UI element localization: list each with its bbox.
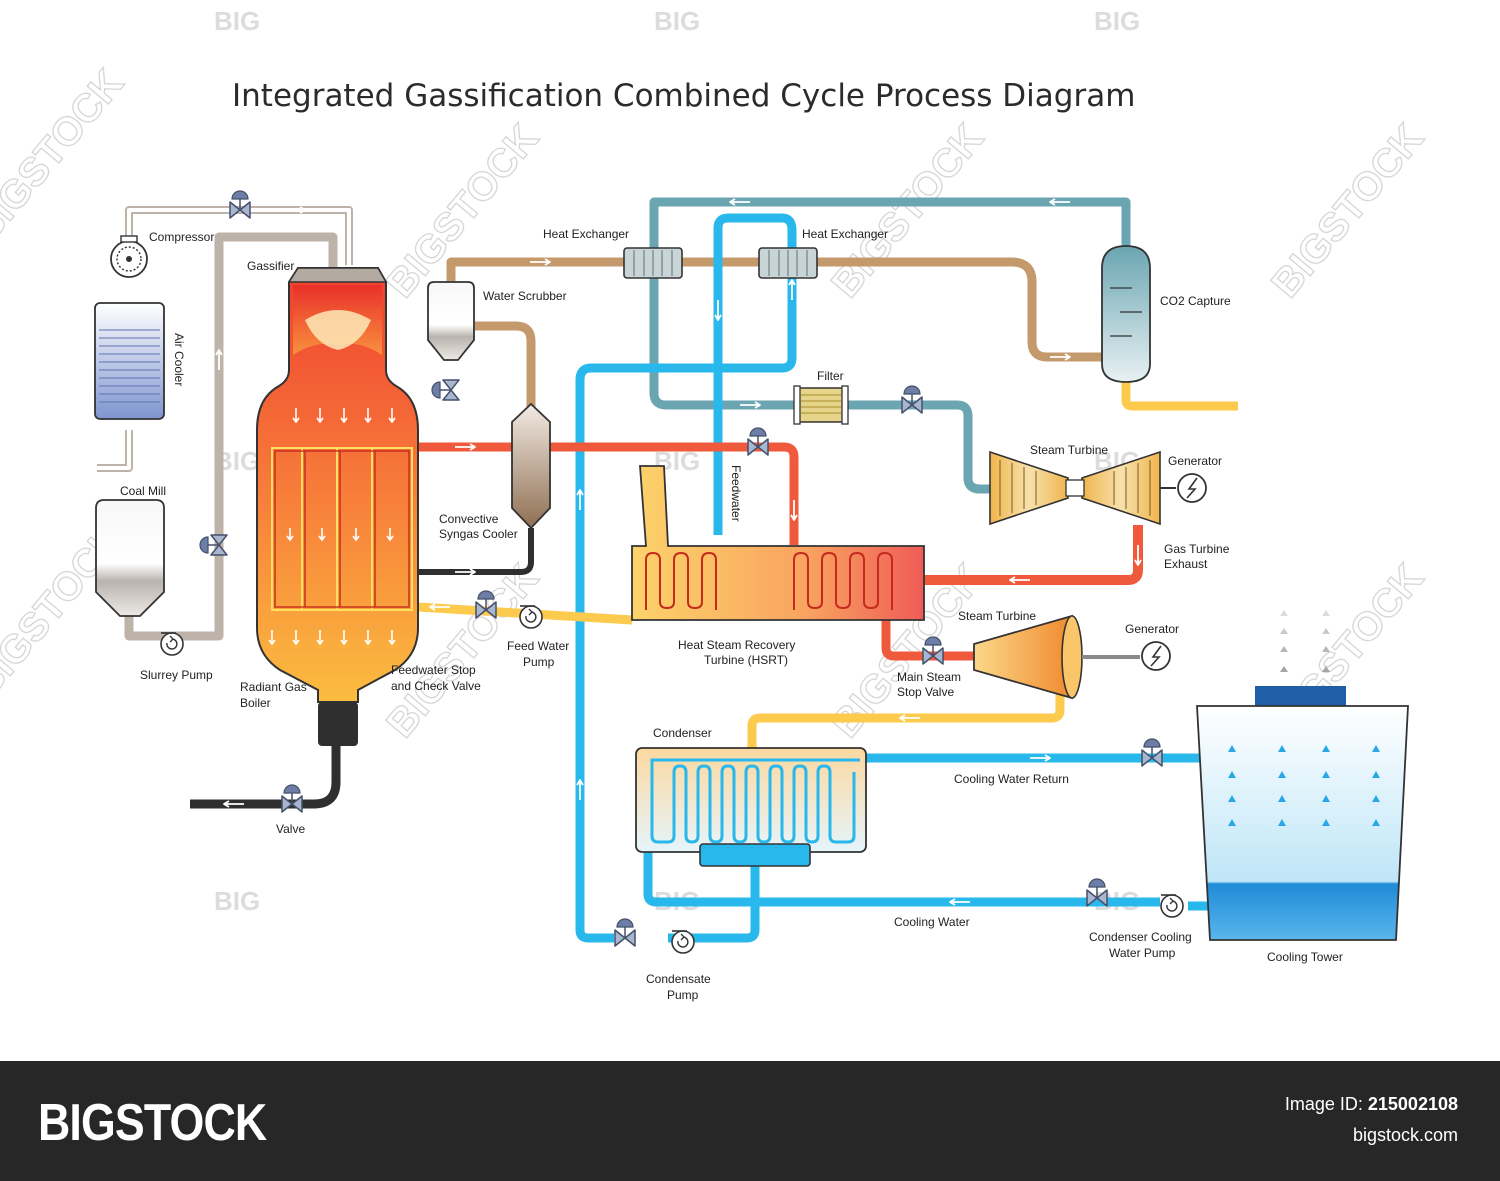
watermark-big: BIG bbox=[654, 6, 700, 36]
syngas-pipe bbox=[446, 257, 1106, 362]
co2-return-pipe bbox=[649, 197, 1131, 494]
bigstock-logo[interactable]: BIGSTOCK bbox=[38, 1094, 267, 1152]
label-feed-water-pump-2: Pump bbox=[523, 655, 555, 669]
label-steam-turbine-1: Steam Turbine bbox=[1030, 443, 1108, 457]
label-cooling-water-return: Cooling Water Return bbox=[954, 772, 1069, 786]
slurry-pump-icon bbox=[160, 632, 184, 656]
condensate-pump-icon bbox=[671, 930, 695, 954]
hsrt-tubes-left bbox=[645, 551, 717, 610]
hsrt-tubes-right bbox=[793, 551, 893, 610]
air-cooler bbox=[94, 302, 165, 420]
label-air-cooler: Air Cooler bbox=[172, 333, 186, 386]
label-condenser-cooling-pump-2: Water Pump bbox=[1109, 946, 1176, 960]
scrubber-valve-icon bbox=[431, 379, 460, 401]
feedwater-pipe-hx bbox=[575, 213, 797, 943]
label-feedwater-stop: Feedwater Stop bbox=[391, 663, 476, 677]
label-generator-1: Generator bbox=[1168, 454, 1222, 468]
label-feed-water-pump: Feed Water bbox=[507, 639, 569, 653]
watermark-stock: BIGSTOCK bbox=[0, 61, 132, 251]
label-water-scrubber: Water Scrubber bbox=[483, 289, 567, 303]
convective-outlet-pipe bbox=[418, 528, 534, 575]
label-feedwater-stop-2: and Check Valve bbox=[391, 679, 481, 693]
scrubber-syngas-pipe bbox=[475, 321, 536, 410]
condensate-pipe bbox=[668, 862, 760, 943]
label-slurrey-pump: Slurrey Pump bbox=[140, 668, 213, 682]
label-steam-turbine-2: Steam Turbine bbox=[958, 609, 1036, 623]
cooling-tower bbox=[1196, 610, 1409, 941]
label-hsrt: Heat Steam Recovery bbox=[678, 638, 795, 652]
steam-turbine-2 bbox=[973, 614, 1140, 700]
label-condenser: Condenser bbox=[653, 726, 712, 740]
label-condensate-pump: Condensate bbox=[646, 972, 711, 986]
label-co2-capture: CO2 Capture bbox=[1160, 294, 1231, 308]
label-coal-mill: Coal Mill bbox=[120, 484, 166, 498]
coal-mill bbox=[95, 499, 165, 617]
label-generator-2: Generator bbox=[1125, 622, 1179, 636]
label-main-steam-stop-valve: Main Steam bbox=[897, 670, 961, 684]
exhaust-pipe bbox=[1121, 378, 1238, 411]
vapor-arrows bbox=[1280, 610, 1330, 672]
watermark-stock: BIGSTOCK bbox=[1263, 116, 1432, 306]
process-diagram: BIG BIG BIG BIG BIG BIG BIG BIG BIG BIGS… bbox=[0, 6, 1433, 1002]
stock-footer: BIGSTOCK Image ID: 215002108 bigstock.co… bbox=[0, 1061, 1500, 1181]
condenser-cooling-pump-icon bbox=[1160, 894, 1184, 918]
ash-outlet-pipe bbox=[190, 740, 341, 809]
label-convective-syngas-cooler: Convective bbox=[439, 512, 499, 526]
steam-turbine-1 bbox=[989, 450, 1176, 526]
label-hsrt-2: Turbine (HSRT) bbox=[704, 653, 788, 667]
flow-arrows bbox=[125, 198, 1142, 906]
label-filter: Filter bbox=[817, 369, 844, 383]
convective-syngas-cooler bbox=[511, 402, 551, 530]
watermark-stock: BIGSTOCK bbox=[823, 116, 992, 306]
label-convective-syngas-cooler-2: Syngas Cooler bbox=[439, 527, 518, 541]
compressor bbox=[110, 235, 148, 278]
label-heat-exchanger-2: Heat Exchanger bbox=[802, 227, 888, 241]
watermark-big: BIG bbox=[214, 6, 260, 36]
label-condensate-pump-2: Pump bbox=[667, 988, 699, 1002]
cooling-water-pipe bbox=[643, 852, 1160, 907]
label-compressor: Compressor bbox=[149, 230, 214, 244]
label-heat-exchanger-1: Heat Exchanger bbox=[543, 227, 629, 241]
site-link[interactable]: bigstock.com bbox=[1352, 1125, 1458, 1145]
heat-exchanger-2 bbox=[758, 247, 818, 279]
generator-1 bbox=[1177, 473, 1207, 503]
image-id-value: 215002108 bbox=[1367, 1094, 1458, 1114]
label-feedwater: Feedwater bbox=[729, 465, 743, 522]
co2-capture bbox=[1101, 245, 1151, 383]
label-cooling-water: Cooling Water bbox=[894, 915, 970, 929]
filter bbox=[793, 385, 849, 425]
label-gassifier: Gassifier bbox=[247, 259, 294, 273]
label-gas-turbine-exhaust-2: Exhaust bbox=[1164, 557, 1208, 571]
condenser-coil bbox=[650, 758, 860, 844]
watermark-big: BIG bbox=[214, 886, 260, 916]
gas-turbine-exhaust-pipe bbox=[916, 525, 1143, 585]
slurry-pipe bbox=[124, 232, 338, 641]
gas-flow-arrows bbox=[268, 408, 396, 646]
label-valve: Valve bbox=[276, 822, 305, 836]
label-condenser-cooling-pump: Condenser Cooling bbox=[1089, 930, 1192, 944]
label-main-steam-stop-valve-2: Stop Valve bbox=[897, 685, 954, 699]
watermark-stock: BIGSTOCK bbox=[378, 116, 547, 306]
water-scrubber bbox=[427, 281, 475, 361]
labels: Compressor Gassifier Air Cooler Coal Mil… bbox=[120, 227, 1343, 1002]
pipes bbox=[97, 197, 1238, 943]
condenser bbox=[635, 747, 867, 867]
main-steam-pipe bbox=[881, 620, 974, 661]
hsrt-boiler bbox=[631, 465, 925, 621]
watermark-big: BIG bbox=[1094, 6, 1140, 36]
generator-2 bbox=[1141, 641, 1171, 671]
radiant-gas-boiler bbox=[256, 267, 419, 746]
image-id: Image ID: 215002108 bbox=[1285, 1094, 1458, 1115]
diagram-title: Integrated Gassification Combined Cycle … bbox=[232, 78, 1135, 114]
label-gas-turbine-exhaust: Gas Turbine bbox=[1164, 542, 1230, 556]
boiler-tubes bbox=[271, 447, 413, 611]
hot-gas-pipe bbox=[418, 442, 799, 545]
label-cooling-tower: Cooling Tower bbox=[1267, 950, 1343, 964]
image-id-label: Image ID: bbox=[1284, 1094, 1363, 1114]
label-radiant-gas-boiler: Radiant Gas bbox=[240, 680, 307, 694]
heat-exchanger-1 bbox=[623, 247, 683, 279]
feed-water-pump-icon bbox=[519, 605, 543, 629]
label-radiant-gas-boiler-2: Boiler bbox=[240, 696, 271, 710]
condensate-valve-icon bbox=[614, 918, 636, 947]
